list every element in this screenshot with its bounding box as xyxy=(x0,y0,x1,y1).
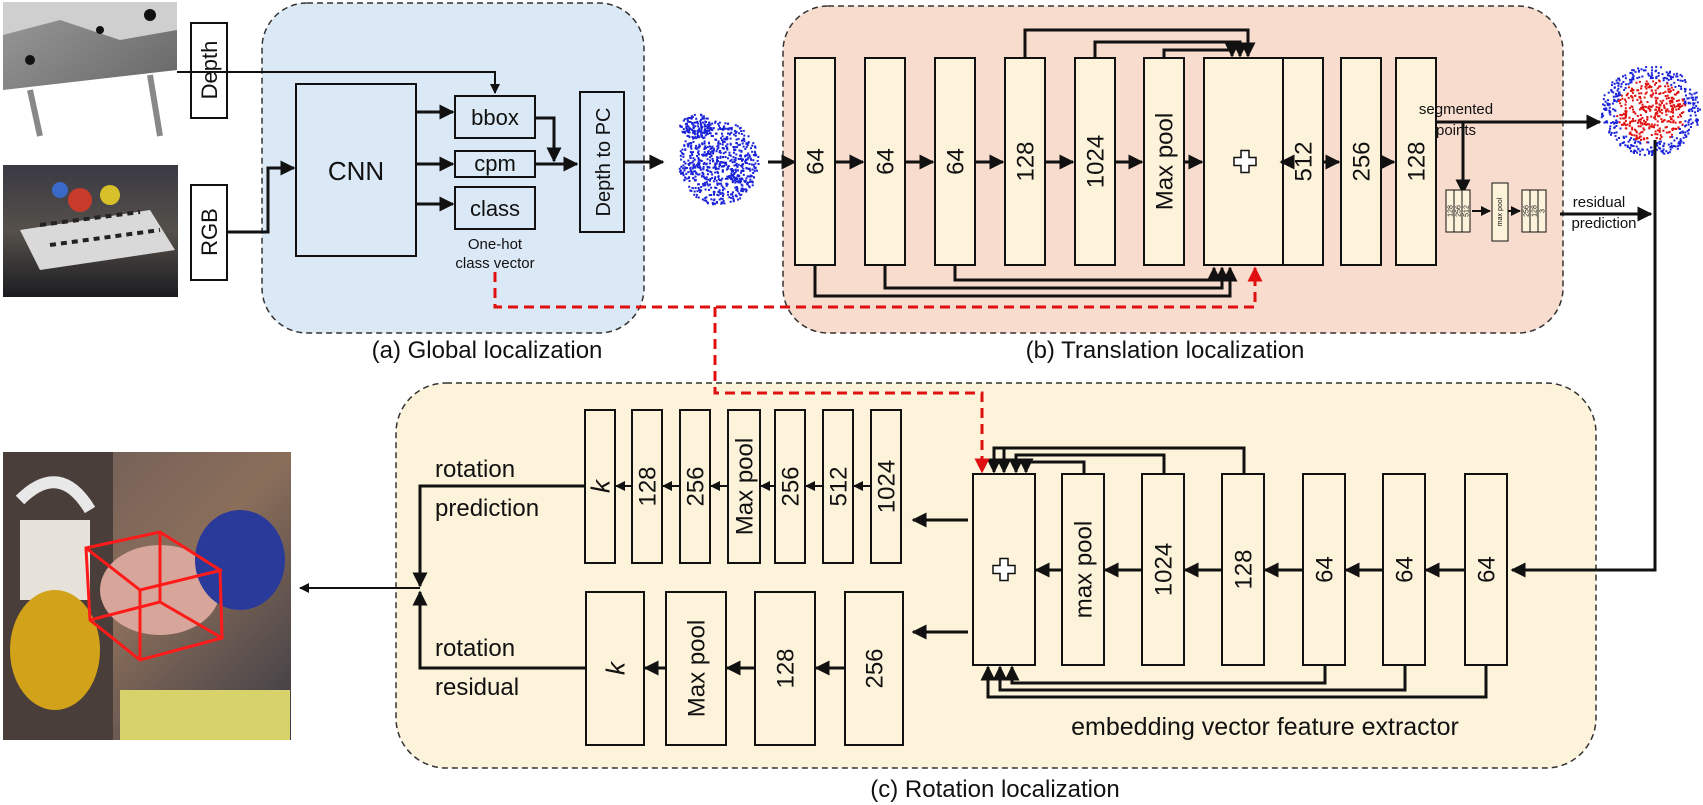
rot-pred-layer-5-label: 128 xyxy=(635,466,662,506)
rot-ext-layer-1-label: 64 xyxy=(1392,556,1419,583)
rot-ext-layer-3-label: 128 xyxy=(1231,549,1258,589)
rot-ext-layer-0-label: 64 xyxy=(1474,556,1501,583)
residual-line1: residual xyxy=(1573,194,1626,211)
mini-right-2-box xyxy=(1537,189,1547,233)
rot-res-layer-3-label: k xyxy=(600,660,630,675)
trans-layer-9-box xyxy=(1395,57,1437,266)
rot-pred-layer-2-label: 256 xyxy=(778,466,805,506)
input-point-cloud xyxy=(678,113,760,206)
rot-ext-layer-4-label: 1024 xyxy=(1151,543,1178,596)
cpm-box xyxy=(454,150,536,178)
trans-layer-1-label: 64 xyxy=(873,148,900,175)
trans-layer-0-label: 64 xyxy=(803,148,830,175)
rot-res-layer-2-box xyxy=(665,591,727,746)
translation-caption: (b) Translation localization xyxy=(1026,337,1305,364)
rotation-pred-line1: rotation xyxy=(435,456,515,483)
rot-pred-layer-4-label: 256 xyxy=(683,466,710,506)
rotation-res-line1: rotation xyxy=(435,635,515,662)
rot-pred-layer-2-box xyxy=(774,409,806,564)
rotation-pred-line2: prediction xyxy=(435,495,539,522)
rot-ext-layer-2-label: 64 xyxy=(1312,556,1339,583)
cnn-box xyxy=(295,83,417,257)
rot-pred-layer-3-box xyxy=(727,409,761,564)
mini-left-0-label: 128 xyxy=(1448,205,1455,217)
onehot-line1: One-hot xyxy=(468,236,523,253)
depth-image xyxy=(3,2,177,137)
rot-ext-layer-1-box xyxy=(1382,473,1426,666)
rot-res-layer-0-label: 256 xyxy=(862,648,889,688)
trans-layer-9-label: 128 xyxy=(1404,141,1431,181)
trans-layer-2-label: 64 xyxy=(943,148,970,175)
rot-pred-layer-6-label: k xyxy=(585,478,615,493)
rot-ext-layer-0-box xyxy=(1464,473,1508,666)
extractor-label: embedding vector feature extractor xyxy=(1071,713,1459,741)
mini-left-2-box xyxy=(1461,189,1471,233)
mini-left-2-label: 512 xyxy=(1464,205,1471,217)
rot-res-layer-1-box xyxy=(754,591,816,746)
rot-res-layer-2-label: Max pool xyxy=(684,620,711,717)
depth-label-box xyxy=(190,22,228,119)
concat-plus-icon xyxy=(1233,149,1257,174)
output-photo xyxy=(3,452,291,740)
rot-pred-layer-1-label: 512 xyxy=(826,466,853,506)
cpm-label: cpm xyxy=(474,151,516,176)
global-caption: (a) Global localization xyxy=(372,337,603,364)
residual-line2: prediction xyxy=(1571,215,1636,232)
class-box xyxy=(454,186,536,230)
trans-layer-3-label: 128 xyxy=(1013,141,1040,181)
class-label: class xyxy=(470,196,520,221)
segmented-line2: points xyxy=(1436,122,1476,139)
bbox-box xyxy=(454,95,536,139)
rot-ext-layer-3-box xyxy=(1221,473,1265,666)
rot-res-layer-1-label: 128 xyxy=(773,648,800,688)
trans-layer-7-label: 512 xyxy=(1291,141,1318,181)
trans-layer-6-box xyxy=(1203,57,1287,266)
trans-layer-4-box xyxy=(1074,57,1116,266)
class-vector-link xyxy=(493,266,1263,309)
concat-plus-icon xyxy=(992,557,1016,582)
trans-layer-5-box xyxy=(1143,57,1185,266)
rot-pred-layer-1-box xyxy=(822,409,854,564)
segmented-point-cloud xyxy=(1600,65,1701,157)
mini-maxpool-label: max pool xyxy=(1497,197,1504,226)
bbox-label: bbox xyxy=(471,105,519,130)
rot-pred-layer-5-box xyxy=(631,409,663,564)
mini-right-2-label: 3 xyxy=(1540,209,1547,213)
depth-label: Depth xyxy=(197,41,222,100)
rgb-image xyxy=(3,165,178,297)
rot-pred-layer-0-label: 1024 xyxy=(874,460,901,513)
segmented-line1: segmented xyxy=(1419,101,1493,118)
onehot-line2: class vector xyxy=(455,255,534,272)
mini-right-1-label: 128 xyxy=(1532,205,1539,217)
rot-pred-layer-3-label: Max pool xyxy=(732,438,759,535)
rotation-res-line2: residual xyxy=(435,674,519,701)
trans-layer-4-label: 1024 xyxy=(1083,135,1110,188)
rot-pred-layer-4-box xyxy=(679,409,711,564)
rot-pred-layer-0-box xyxy=(870,409,902,564)
rgb-label: RGB xyxy=(197,208,222,256)
depth-to-pc-box xyxy=(579,91,625,233)
depth-to-pc-label: Depth to PC xyxy=(593,108,615,217)
trans-layer-8-label: 256 xyxy=(1349,141,1376,181)
mini-left-1-label: 256 xyxy=(1456,205,1463,217)
trans-layer-0-box xyxy=(794,57,836,266)
mini-right-0-label: 256 xyxy=(1524,205,1531,217)
cnn-label: CNN xyxy=(328,156,384,186)
rot-ext-layer-5-label: max pool xyxy=(1071,521,1098,618)
rotation-caption: (c) Rotation localization xyxy=(870,776,1119,803)
rot-pred-layer-6-box xyxy=(584,409,616,564)
trans-layer-5-label: Max pool xyxy=(1152,113,1179,210)
rgb-label-box xyxy=(190,184,228,281)
